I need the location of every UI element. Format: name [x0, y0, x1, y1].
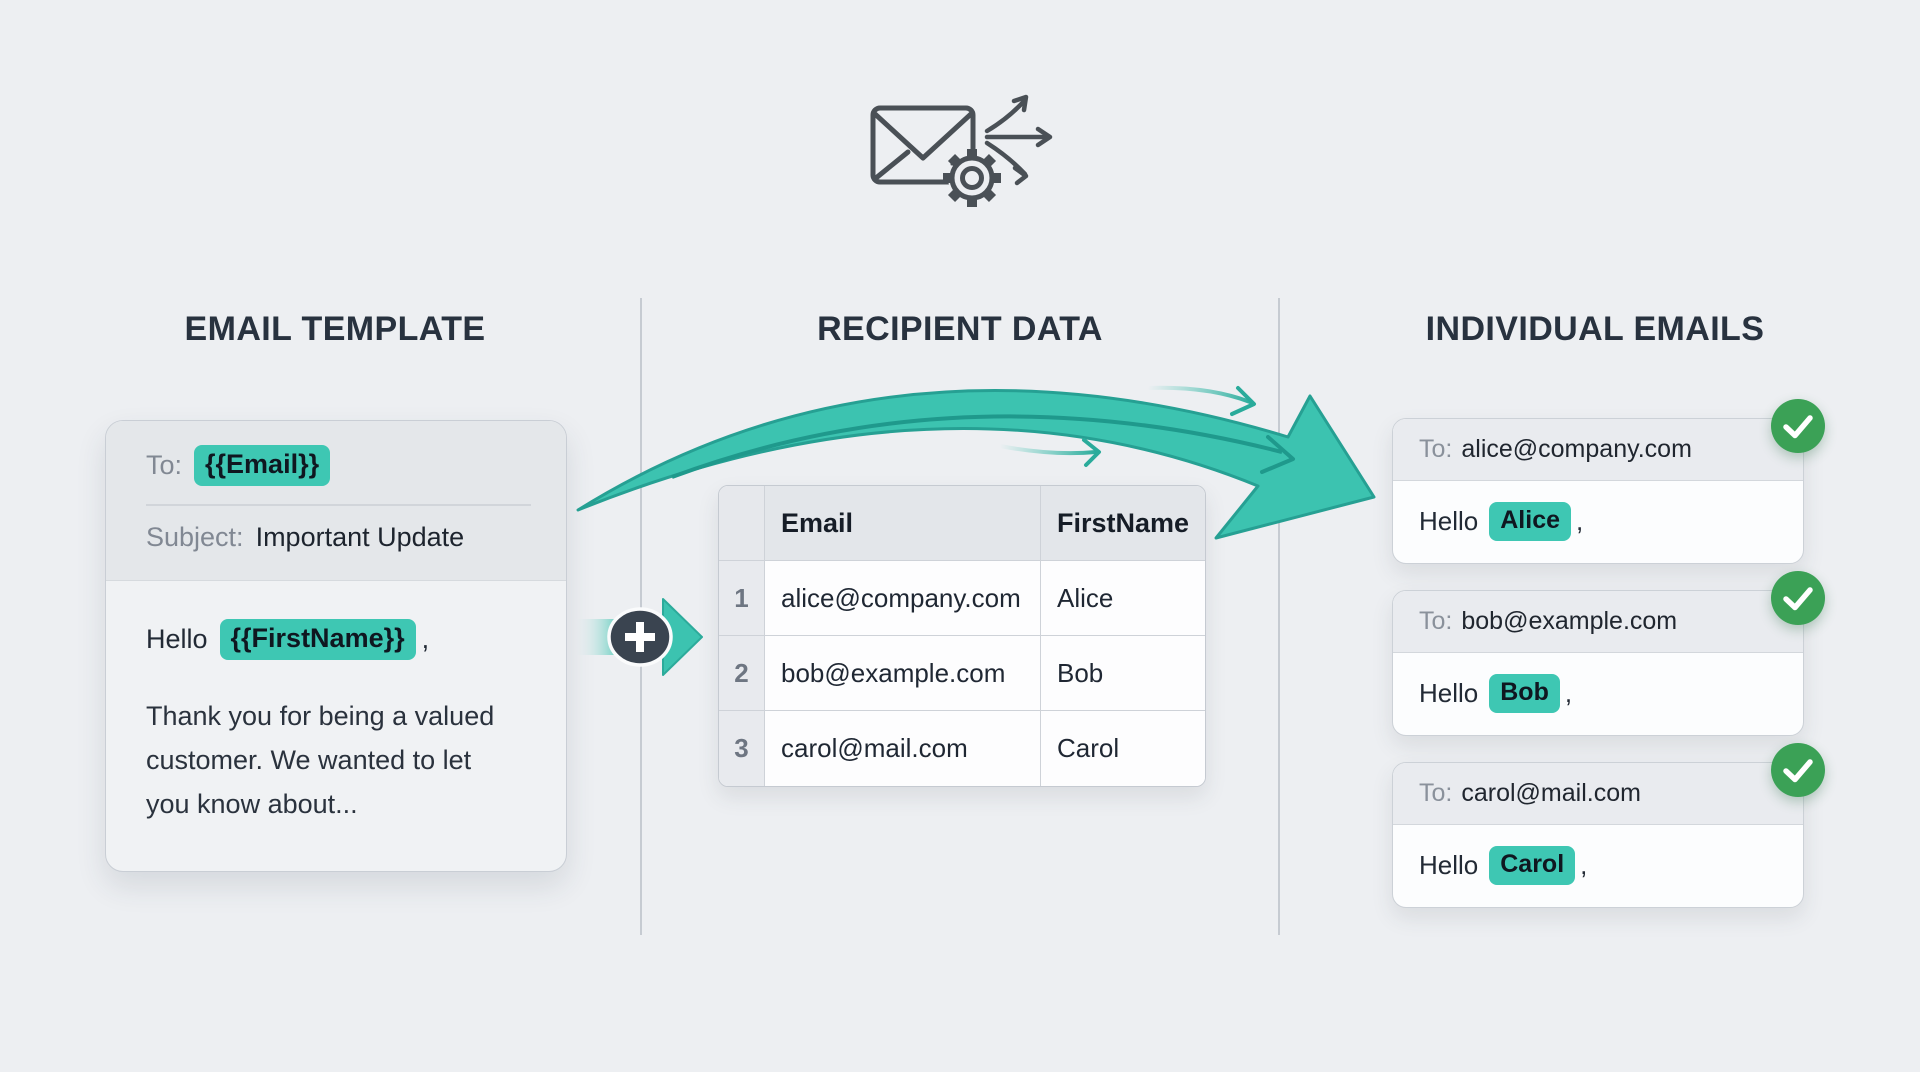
subject-label: Subject:: [146, 522, 244, 553]
heading-individual-emails: INDIVIDUAL EMAILS: [1425, 310, 1765, 348]
firstname-placeholder-chip: {{FirstName}}: [219, 619, 416, 661]
email-card-body: Hello Bob ,: [1393, 653, 1803, 734]
heading-recipient-data: RECIPIENT DATA: [817, 310, 1103, 348]
sent-check-icon: [1771, 399, 1825, 453]
motion-arrow-icon: [1146, 385, 1256, 416]
greeting-prefix: Hello: [1419, 850, 1479, 880]
table-cell-email: carol@mail.com: [765, 711, 1041, 786]
recipient-table: Email FirstName 1 alice@company.com Alic…: [718, 485, 1206, 787]
body-line: customer. We wanted to let: [146, 745, 472, 776]
table-corner-cell: [719, 486, 765, 561]
envelope-icon: [870, 105, 976, 185]
sent-check-icon: [1771, 571, 1825, 625]
to-address: bob@example.com: [1461, 607, 1678, 635]
template-header-divider: [146, 504, 531, 507]
table-cell-email: bob@example.com: [765, 636, 1041, 711]
column-divider-left: [640, 298, 642, 935]
table-header-firstname: FirstName: [1041, 486, 1205, 561]
email-card-header: To: bob@example.com: [1393, 591, 1803, 653]
template-to-row: To: {{Email}}: [146, 445, 531, 487]
subject-value: Important Update: [255, 522, 465, 553]
greeting-prefix: Hello: [146, 624, 208, 655]
email-card: To: bob@example.com Hello Bob ,: [1392, 571, 1825, 736]
name-chip: Alice: [1489, 502, 1572, 541]
greeting-suffix: ,: [1576, 506, 1584, 536]
to-label: To:: [146, 450, 183, 481]
email-card-body: Hello Alice ,: [1393, 481, 1803, 562]
sent-check-icon: [1771, 743, 1825, 797]
email-card-header: To: alice@company.com: [1393, 419, 1803, 481]
email-card-body: Hello Carol ,: [1393, 825, 1803, 906]
row-number-cell: 2: [719, 636, 765, 711]
template-body-text: Thank you for being a valued customer. W…: [146, 694, 538, 826]
row-number-cell: 3: [719, 711, 765, 786]
to-label: To:: [1419, 779, 1453, 807]
name-chip: Carol: [1489, 846, 1576, 885]
to-address: alice@company.com: [1461, 435, 1692, 463]
to-label: To:: [1419, 607, 1453, 635]
greeting-prefix: Hello: [1419, 678, 1479, 708]
gear-icon: [943, 149, 1001, 207]
table-cell-firstname: Carol: [1041, 711, 1205, 786]
plus-connector: [573, 598, 703, 676]
to-label: To:: [1419, 435, 1453, 463]
email-card: To: carol@mail.com Hello Carol ,: [1392, 743, 1825, 908]
email-template-card: To: {{Email}} Subject: Important Update …: [105, 420, 567, 872]
table-cell-firstname: Alice: [1041, 561, 1205, 636]
body-line: Thank you for being a valued: [146, 701, 495, 732]
name-chip: Bob: [1489, 674, 1560, 713]
email-placeholder-chip: {{Email}}: [194, 445, 331, 487]
gradient-band: [573, 619, 623, 655]
table-cell-firstname: Bob: [1041, 636, 1205, 711]
body-line: you know about...: [146, 789, 358, 820]
arrow-right-icon: [662, 598, 703, 676]
inner-motion-line: [671, 414, 1283, 479]
template-card-header: To: {{Email}} Subject: Important Update: [106, 421, 566, 581]
table-header-email: Email: [765, 486, 1041, 561]
template-greeting-row: Hello {{FirstName}} ,: [146, 619, 538, 661]
mail-merge-icon: [870, 94, 1053, 207]
template-card-body: Hello {{FirstName}} , Thank you for bein…: [106, 581, 566, 826]
email-card: To: alice@company.com Hello Alice ,: [1392, 399, 1825, 564]
greeting-suffix: ,: [1564, 678, 1573, 708]
column-divider-right: [1278, 298, 1280, 935]
template-subject-row: Subject: Important Update: [146, 522, 531, 553]
split-arrows-icon: [984, 94, 1053, 186]
greeting-prefix: Hello: [1419, 506, 1479, 536]
motion-arrow-icon: [998, 438, 1101, 467]
greeting-suffix: ,: [1580, 850, 1588, 880]
table-cell-email: alice@company.com: [765, 561, 1041, 636]
greeting-suffix: ,: [421, 624, 430, 655]
to-address: carol@mail.com: [1461, 779, 1641, 807]
heading-email-template: EMAIL TEMPLATE: [184, 310, 486, 348]
email-card-header: To: carol@mail.com: [1393, 763, 1803, 825]
row-number-cell: 1: [719, 561, 765, 636]
